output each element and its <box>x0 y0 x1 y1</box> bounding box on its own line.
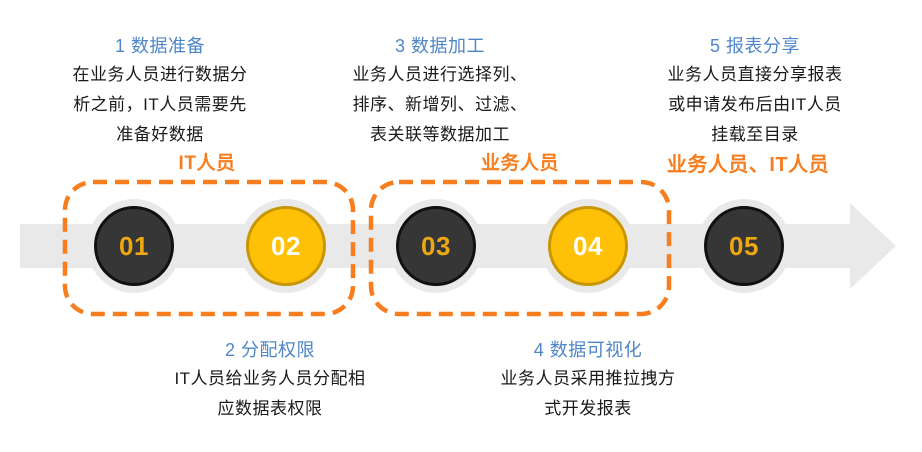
step-1-line: 在业务人员进行数据分 <box>72 65 248 84</box>
role-label-it: IT人员 <box>178 153 236 174</box>
step-2-block: 2 分配权限 IT人员给业务人员分配相 应数据表权限 <box>150 337 390 424</box>
step-2-line: IT人员给业务人员分配相 <box>174 369 366 388</box>
step-1-line: 准备好数据 <box>116 125 204 144</box>
step-1-heading: 1 数据准备 <box>114 36 205 56</box>
step-4-heading: 4 数据可视化 <box>533 340 643 360</box>
step-4-block: 4 数据可视化 业务人员采用推拉拽方 式开发报表 <box>468 337 708 424</box>
timeline-node-03-number: 03 <box>396 206 476 286</box>
timeline-node-02: 02 <box>239 199 333 293</box>
step-1-line: 析之前，IT人员需要先 <box>73 95 247 114</box>
step-3-line: 表关联等数据加工 <box>370 125 510 144</box>
timeline-node-01-number: 01 <box>94 206 174 286</box>
role-label-business: 业务人员 <box>480 153 560 174</box>
step-4-line: 式开发报表 <box>544 399 632 418</box>
step-5-heading: 5 报表分享 <box>709 36 800 56</box>
step-3-line: 业务人员进行选择列、 <box>352 65 528 84</box>
step-5-block: 5 报表分享 业务人员直接分享报表 或申请发布后由IT人员 挂载至目录 <box>633 33 877 150</box>
step-5-line: 挂载至目录 <box>711 125 799 144</box>
step-3-block: 3 数据加工 业务人员进行选择列、 排序、新增列、过滤、 表关联等数据加工 <box>325 33 555 150</box>
step-2-heading: 2 分配权限 <box>224 340 315 360</box>
step-3-heading: 3 数据加工 <box>394 36 485 56</box>
timeline-node-02-number: 02 <box>246 206 326 286</box>
timeline-node-01: 01 <box>87 199 181 293</box>
timeline-node-05: 05 <box>697 199 791 293</box>
group-box-business <box>368 179 672 317</box>
step-5-line: 业务人员直接分享报表 <box>667 65 843 84</box>
timeline-node-05-number: 05 <box>704 206 784 286</box>
step-1-block: 1 数据准备 在业务人员进行数据分 析之前，IT人员需要先 准备好数据 <box>45 33 275 150</box>
step-5-line: 或申请发布后由IT人员 <box>668 95 842 114</box>
step-2-line: 应数据表权限 <box>217 399 323 418</box>
step-3-line: 排序、新增列、过滤、 <box>352 95 528 114</box>
timeline-arrowhead-icon <box>850 203 896 289</box>
role-label-business-it: 业务人员、IT人员 <box>666 154 830 176</box>
timeline-node-03: 03 <box>389 199 483 293</box>
timeline-node-04: 04 <box>541 199 635 293</box>
step-4-line: 业务人员采用推拉拽方 <box>500 369 676 388</box>
timeline-node-04-number: 04 <box>548 206 628 286</box>
group-box-it <box>62 179 356 317</box>
